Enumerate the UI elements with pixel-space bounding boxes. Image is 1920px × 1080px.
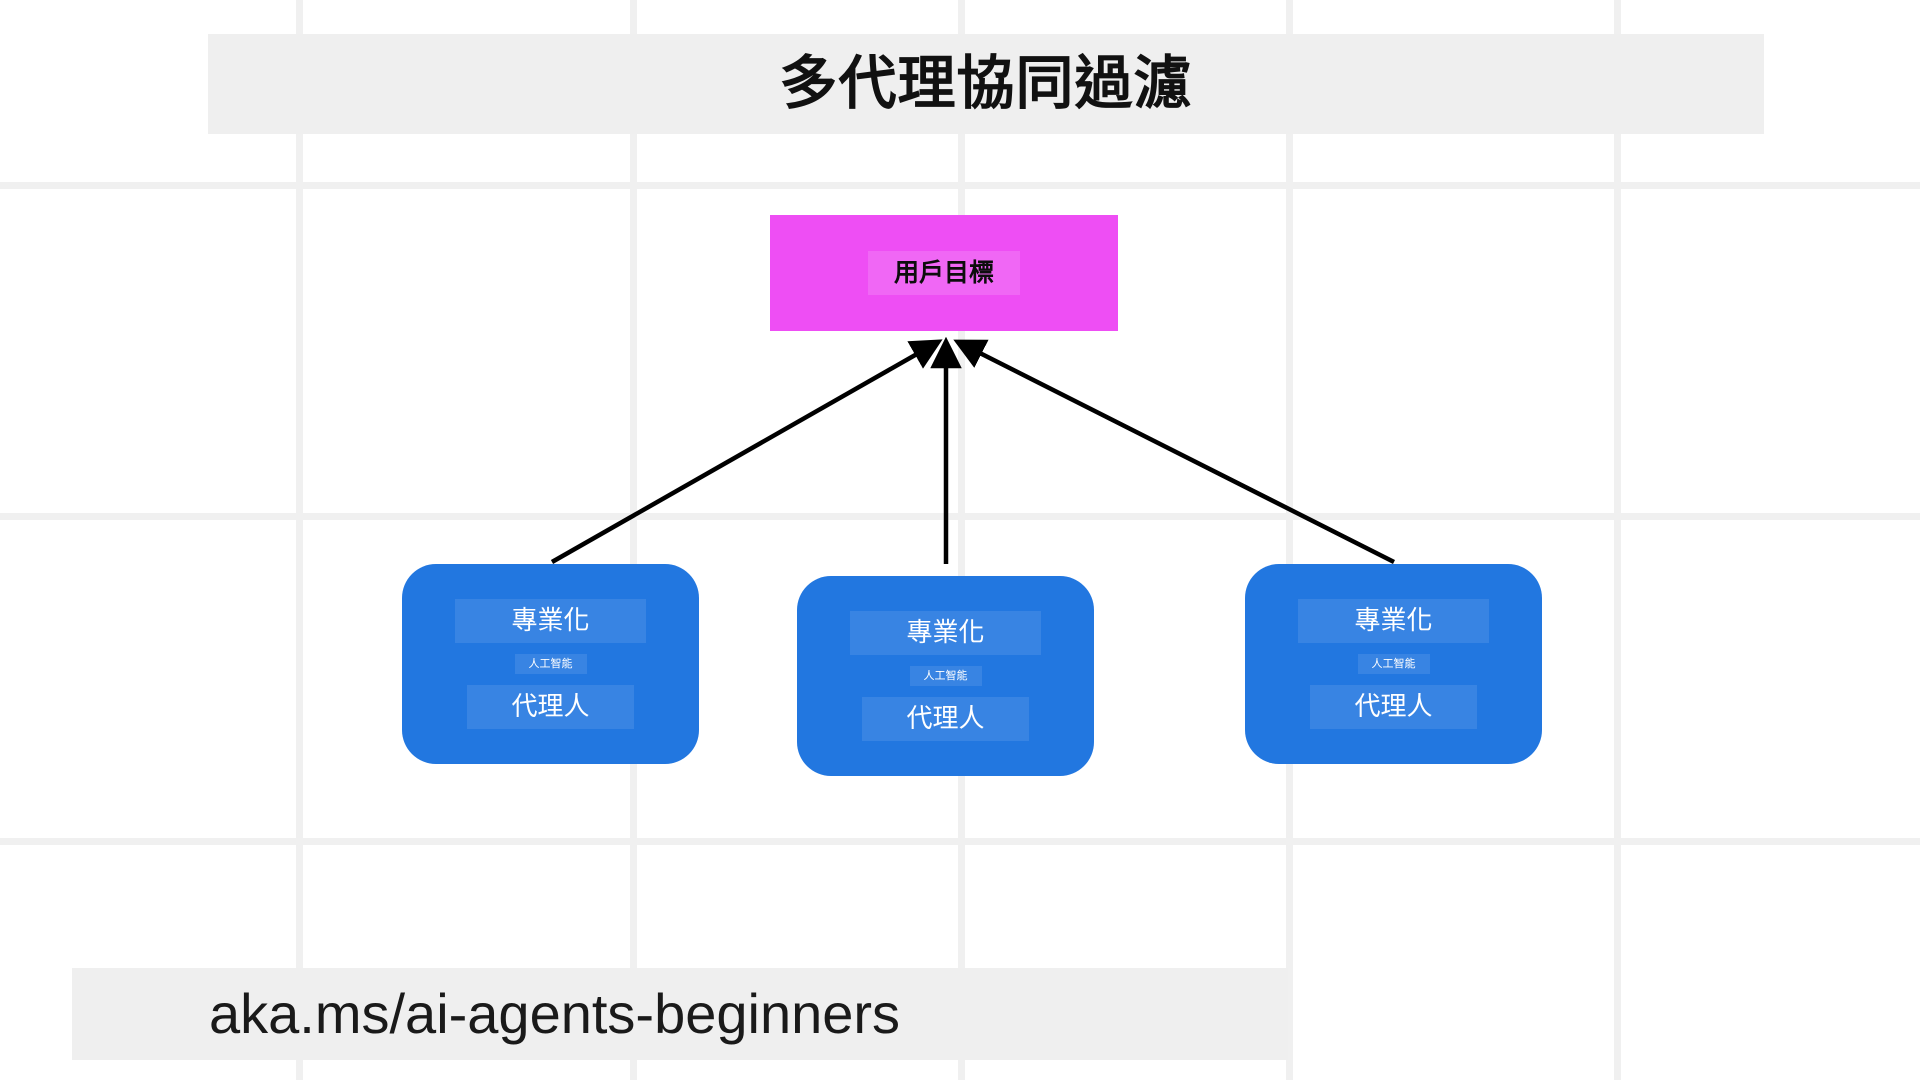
node-agent-2-line1: 專業化 — [850, 610, 1041, 655]
edge-agent1-to-goal — [550, 339, 943, 564]
node-agent-3[interactable]: 專業化 人工智能 代理人 — [1245, 564, 1542, 764]
node-agent-3-line2: 人工智能 — [1357, 653, 1430, 675]
footer-url[interactable]: aka.ms/ai-agents-beginners — [209, 982, 901, 1045]
node-agent-3-line1: 專業化 — [1298, 598, 1489, 643]
grid-line-vertical — [958, 0, 965, 1080]
node-agent-2[interactable]: 專業化 人工智能 代理人 — [797, 576, 1094, 776]
grid-line-horizontal — [0, 513, 1920, 520]
title-banner: 多代理協同過濾 — [208, 34, 1764, 134]
grid-line-vertical — [1614, 0, 1621, 1080]
grid-line-horizontal — [0, 838, 1920, 845]
footer-banner: aka.ms/ai-agents-beginners — [72, 968, 1288, 1060]
grid-line-vertical — [630, 0, 637, 1080]
node-user-goal[interactable]: 用戶目標 — [770, 215, 1118, 331]
node-agent-3-line3: 代理人 — [1310, 685, 1477, 730]
node-agent-1[interactable]: 專業化 人工智能 代理人 — [402, 564, 699, 764]
edge-agent3-to-goal — [953, 339, 1396, 565]
grid-line-horizontal — [0, 182, 1920, 189]
page-title: 多代理協同過濾 — [779, 51, 1193, 116]
grid-line-vertical — [296, 0, 303, 1080]
grid-line-vertical — [1286, 0, 1293, 1080]
node-agent-2-line3: 代理人 — [862, 697, 1029, 742]
node-agent-2-line2: 人工智能 — [909, 665, 982, 687]
node-agent-1-line2: 人工智能 — [514, 653, 587, 675]
node-user-goal-label: 用戶目標 — [867, 250, 1020, 296]
node-agent-1-line3: 代理人 — [467, 685, 634, 730]
node-agent-1-line1: 專業化 — [455, 598, 646, 643]
